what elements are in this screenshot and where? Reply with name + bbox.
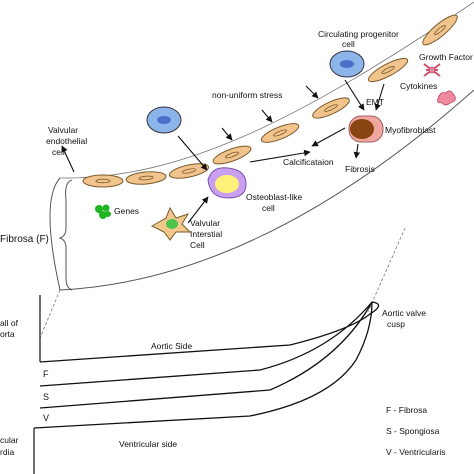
legend-spongiosa: S - Spongiosa xyxy=(386,426,440,436)
arrow xyxy=(177,135,208,171)
label-growth-factor: Growth Factor xyxy=(419,52,473,62)
label-fibrosis: Fibrosis xyxy=(345,164,375,174)
progenitor-cell-left xyxy=(146,106,182,134)
label-vic: Interstial xyxy=(190,229,222,239)
legend-fibrosa: F - Fibrosa xyxy=(386,405,427,415)
endothelial-cell-nucleus xyxy=(273,129,287,137)
label-wall-of-aorta: orta xyxy=(0,329,15,339)
label-ventricular-side: Ventricular side xyxy=(119,439,177,449)
endothelial-cell xyxy=(422,14,458,46)
label-non-uniform-stress: non-uniform stress xyxy=(212,90,282,100)
label-myofibroblast: Myofibroblast xyxy=(385,125,436,135)
cusp-top-line xyxy=(39,301,380,363)
label-circulating-progenitor-cell: cell xyxy=(342,39,355,49)
endothelial-cell xyxy=(312,97,350,119)
valve-cusp-layers xyxy=(33,301,380,429)
arrow xyxy=(61,145,75,173)
label-cytokines: Cytokines xyxy=(400,81,437,91)
label-vic: Cell xyxy=(190,240,205,250)
myofibroblast-cell xyxy=(348,115,384,143)
label-circulating-progenitor: Circulating progenitor xyxy=(318,29,399,39)
label-osteoblast-like-cell: cell xyxy=(262,203,275,213)
label-osteoblast-like: Osteoblast-like xyxy=(246,192,302,202)
label-calcification: Calcificataion xyxy=(283,157,334,167)
label-layer-f: F xyxy=(43,369,49,379)
label-ventricular-myocardia: cular xyxy=(0,435,19,445)
cusp-line-3 xyxy=(39,301,373,409)
label-layer-v: V xyxy=(43,413,49,423)
growth-factor-icon xyxy=(423,63,441,77)
arrow xyxy=(344,79,365,111)
arrow xyxy=(353,143,361,159)
cytokines-icon xyxy=(437,90,456,106)
arrow xyxy=(305,85,319,99)
osteoblast-like-cell xyxy=(207,167,247,199)
endothelial-cell-nucleus xyxy=(224,151,240,159)
endothelial-cells xyxy=(82,14,458,188)
endothelial-cell xyxy=(212,145,252,165)
fibrosa-brace xyxy=(58,179,73,291)
label-valvular-endothelial: Valvular xyxy=(48,125,78,135)
genes-icon xyxy=(95,204,111,219)
label-aortic-side: Aortic Side xyxy=(151,341,192,351)
label-ventricular-myocardia: rdia xyxy=(0,447,14,457)
zoom-line-left xyxy=(39,289,61,339)
label-emt: EMT xyxy=(366,97,384,107)
progenitor-cell-right xyxy=(329,50,365,78)
endothelial-cell-nucleus xyxy=(434,24,446,36)
arrow xyxy=(221,127,233,141)
arrow xyxy=(261,109,273,123)
endothelial-cell-nucleus xyxy=(138,175,154,181)
endothelial-cell xyxy=(367,57,409,83)
arrow xyxy=(187,196,209,224)
legend-ventricularis: V - Ventricularis xyxy=(386,447,446,457)
arrow xyxy=(311,127,346,147)
cusp-line-2 xyxy=(39,301,373,387)
arrows xyxy=(61,79,385,224)
upper-curve-outer xyxy=(49,89,474,291)
endothelial-cell-nucleus xyxy=(324,104,338,112)
endothelial-cell xyxy=(125,171,167,185)
label-aortic-valve-cusp: Aortic valve xyxy=(382,308,426,318)
arrow xyxy=(249,149,311,163)
label-valvular-endothelial: cell xyxy=(52,147,65,157)
cusp-bottom-line xyxy=(33,301,373,429)
endothelial-cell xyxy=(82,174,124,188)
label-vic: Valvular xyxy=(190,218,220,228)
label-valvular-endothelial: endothelial xyxy=(46,136,87,146)
endothelial-cell xyxy=(260,123,300,143)
endothelial-cell xyxy=(168,163,210,179)
endothelial-cell-nucleus xyxy=(381,65,395,75)
label-aortic-valve-cusp: cusp xyxy=(387,319,405,329)
endothelial-cell-nucleus xyxy=(181,168,197,174)
valvular-interstitial-cell xyxy=(150,206,192,241)
endothelial-cell-nucleus xyxy=(95,178,111,184)
label-wall-of-aorta: all of xyxy=(0,318,19,328)
label-genes: Genes xyxy=(114,206,139,216)
label-fibrosa: Fibrosa (F) xyxy=(0,234,49,245)
zoom-line-right xyxy=(367,227,406,313)
label-layer-s: S xyxy=(43,392,49,402)
arrow xyxy=(374,83,385,111)
